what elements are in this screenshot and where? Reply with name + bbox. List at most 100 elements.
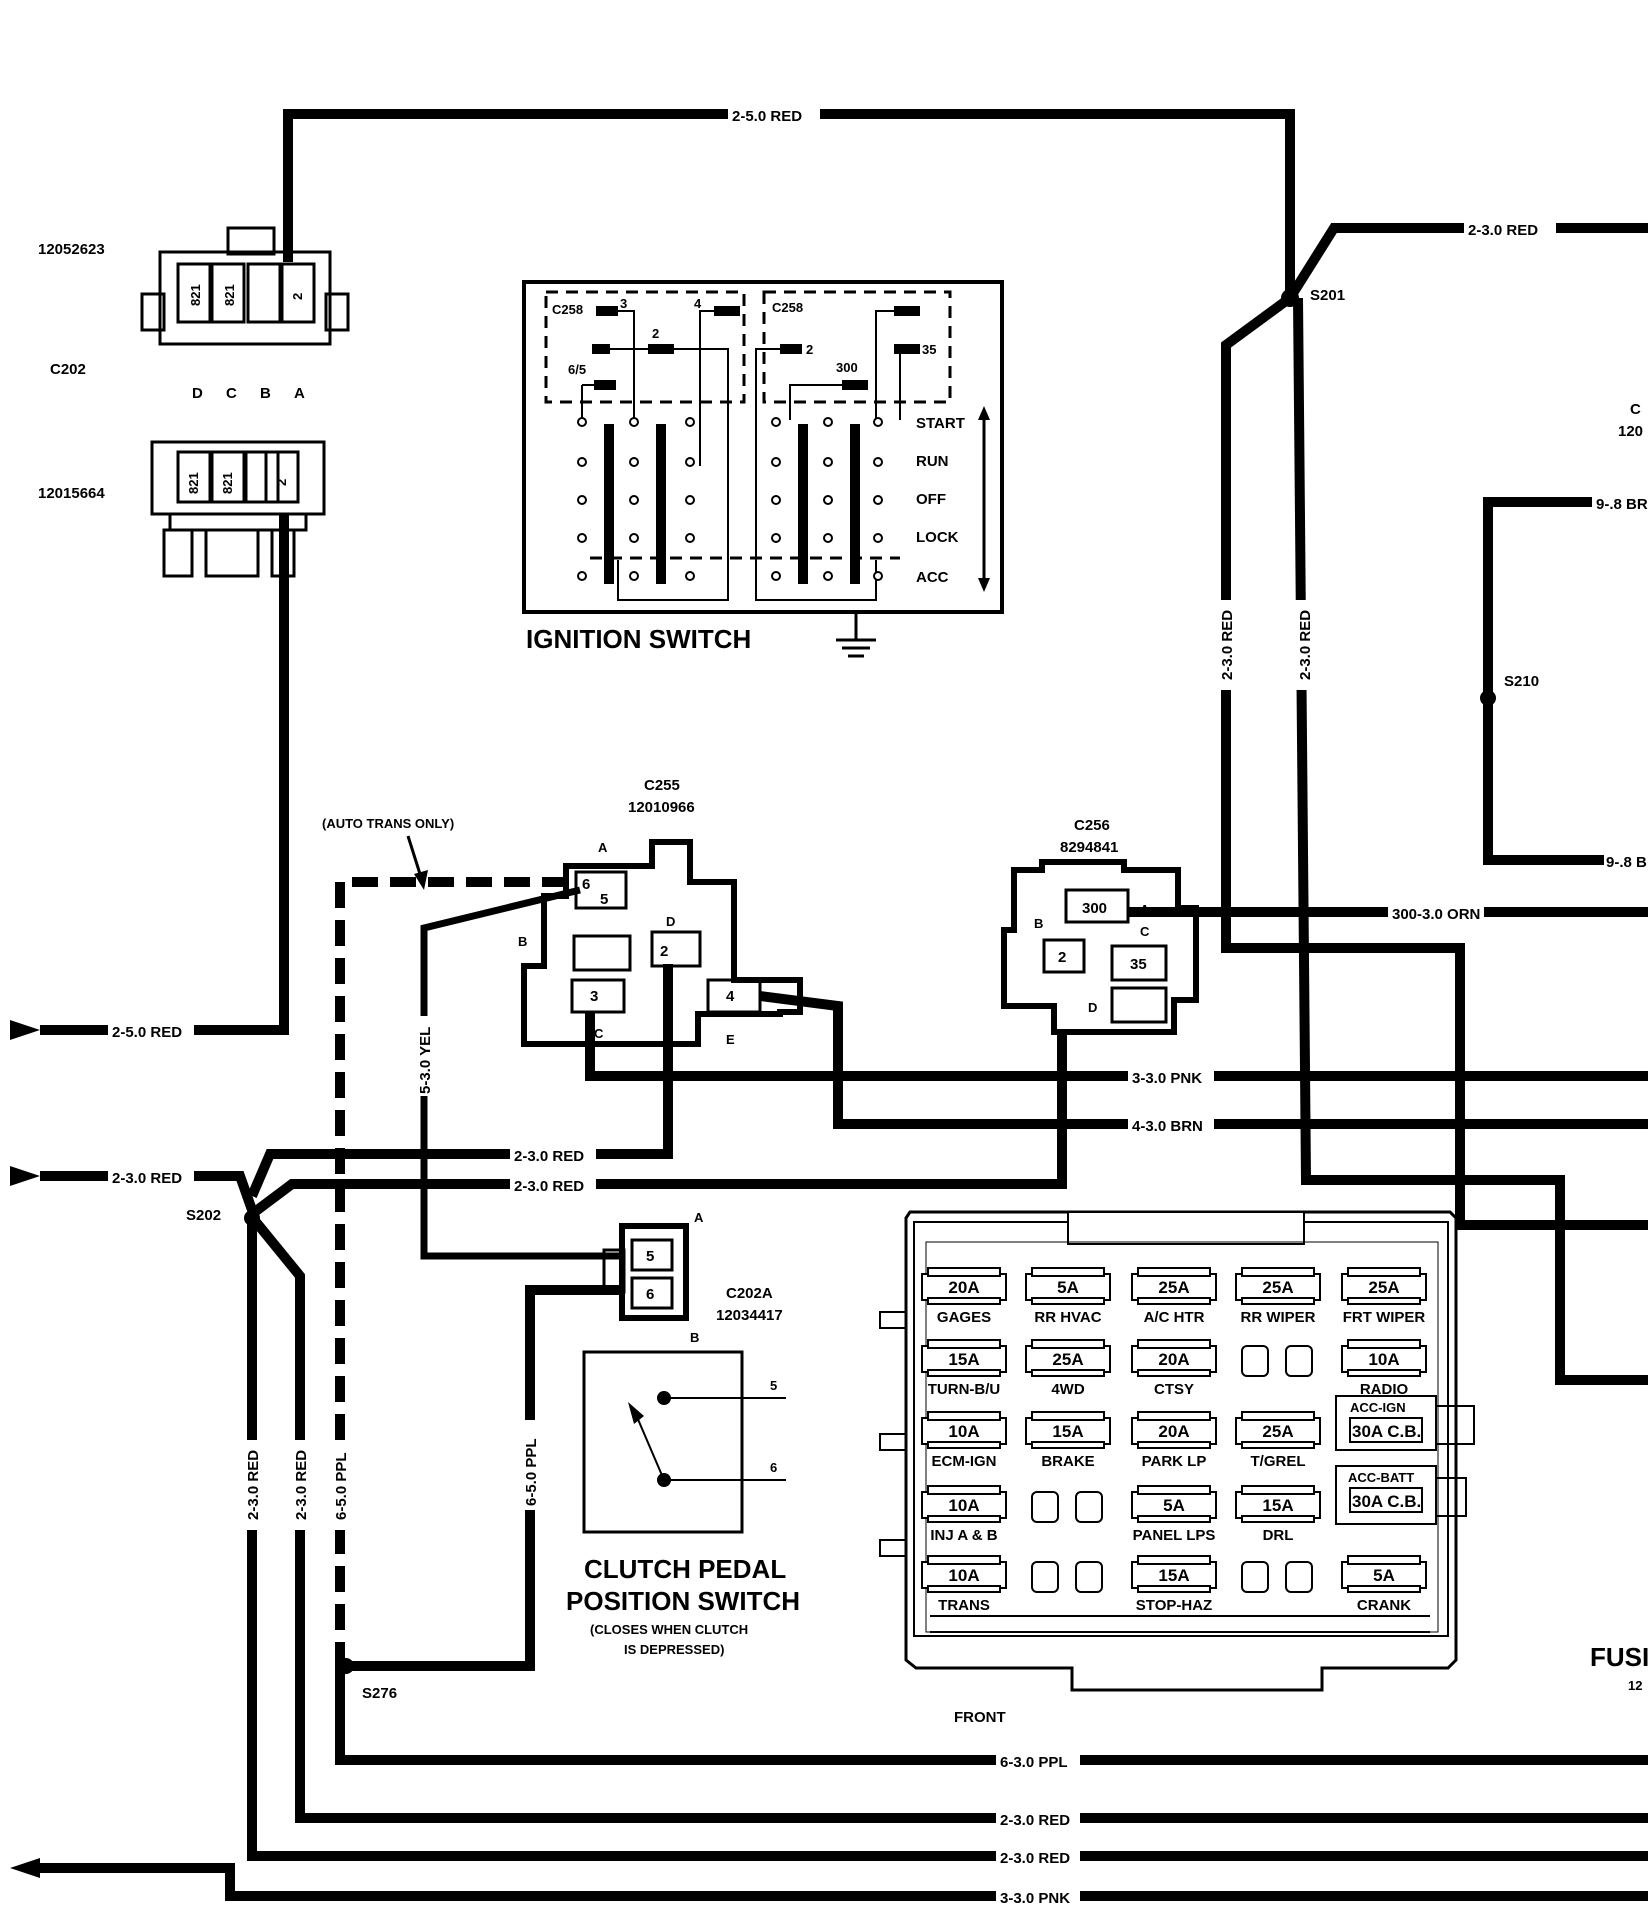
c255-letter-a: A: [598, 840, 608, 855]
svg-text:B: B: [260, 385, 271, 402]
c202-part-top: 12052623: [38, 241, 105, 258]
wire-vert-red-b: [252, 1218, 1648, 1823]
empty-fuse-slot: [1241, 1345, 1313, 1377]
cb2-label: 30A C.B.: [1352, 1492, 1421, 1511]
empty-fuse-slot: [1241, 1561, 1313, 1593]
fuse-name: GAGES: [937, 1309, 991, 1326]
ign-pos-off: OFF: [916, 491, 946, 508]
c255-pin-4: 4: [726, 988, 735, 1005]
wire-bottom-ppl: [335, 1660, 1648, 1765]
splice-s210: [1480, 690, 1496, 706]
svg-text:D: D: [192, 385, 203, 402]
arrow-bottom-pnk: [10, 1858, 40, 1878]
wire-top-red: [283, 109, 1295, 298]
c202-name: C202: [50, 361, 86, 378]
fuse-name: PARK LP: [1142, 1453, 1207, 1470]
fuse-amp: 15A: [1158, 1566, 1189, 1585]
wire-label-orn: 300-3.0 ORN: [1392, 906, 1480, 923]
wire-left-red-in2: [40, 1171, 257, 1212]
wire-label-brn-right: 9-.8 BR: [1596, 496, 1648, 513]
c202a-letter-a: A: [694, 1210, 704, 1225]
fuse-amp: 5A: [1163, 1496, 1185, 1515]
ign-c258-left: C258: [552, 302, 583, 317]
wire-label-vert-red-a: 2-3.0 RED: [245, 1450, 262, 1520]
c256-connector: 300 2 35 A B C D: [1001, 859, 1199, 1035]
fuse-name: PANEL LPS: [1133, 1527, 1216, 1544]
fuse-name: TURN-B/U: [928, 1381, 1001, 1398]
c202-cavity-2-top: 2: [290, 293, 305, 300]
fuse-name: A/C HTR: [1144, 1309, 1205, 1326]
fuse-name: FRT WIPER: [1343, 1309, 1426, 1326]
c255-pin-6: 6: [582, 876, 590, 893]
wire-label-red-a: 2-3.0 RED: [514, 1148, 584, 1165]
clutch-note-2: IS DEPRESSED): [624, 1642, 724, 1657]
c202-part-bottom: 12015664: [38, 485, 105, 502]
fuse-block-partial-part: 12: [1628, 1678, 1642, 1693]
fuse-amp: 10A: [948, 1566, 979, 1585]
fuse-amp: 15A: [948, 1350, 979, 1369]
ign-pos-run: RUN: [916, 453, 949, 470]
wire-auto-trans: [335, 877, 568, 1660]
wire-label-brn-mid: 4-3.0 BRN: [1132, 1118, 1203, 1135]
fuse-name: TRANS: [938, 1597, 990, 1614]
svg-text:C: C: [226, 385, 237, 402]
ignition-switch-title: IGNITION SWITCH: [526, 624, 751, 654]
c202a-connector: 5 6 A B: [602, 1210, 704, 1345]
svg-text:A: A: [294, 385, 305, 402]
splice-label-s210: S210: [1504, 673, 1539, 690]
wire-label-right-red-top: 2-3.0 RED: [1468, 222, 1538, 239]
wire-label-bottom-ppl: 6-3.0 PPL: [1000, 1754, 1068, 1771]
fuse-amp: 5A: [1373, 1566, 1395, 1585]
c202a-pin-6: 6: [646, 1286, 654, 1303]
c202a-pin-5: 5: [646, 1248, 654, 1265]
fuse-block-partial-title: FUSI: [1590, 1642, 1648, 1672]
c202-cavity-821-d: 821: [220, 472, 235, 494]
wire-left-red-in: [40, 514, 289, 1035]
fuse-name: ECM-IGN: [932, 1453, 997, 1470]
fuse-amp: 25A: [1368, 1278, 1399, 1297]
acc-ign-label: ACC-IGN: [1350, 1400, 1406, 1415]
ign-pos-start: START: [916, 415, 965, 432]
c255-letter-e: E: [726, 1032, 735, 1047]
c202-cavity-821-c: 821: [186, 472, 201, 494]
fuse: 25A 4WD: [1025, 1339, 1111, 1398]
ign-n35: 35: [922, 342, 936, 357]
splice-label-s276: S276: [362, 1685, 397, 1702]
c202-top-connector: 821 821 2: [140, 226, 350, 346]
c202-pin-letters: D C B A: [192, 385, 305, 402]
c202-bottom-connector: 821 821 2: [150, 440, 326, 578]
fuse: 25A FRT WIPER: [1341, 1267, 1427, 1326]
empty-fuse-slot: [1031, 1491, 1103, 1523]
wire-label-left-red-in2: 2-3.0 RED: [112, 1170, 182, 1187]
fuse-amp: 25A: [1052, 1350, 1083, 1369]
c202-cavity-821-a: 821: [188, 284, 203, 306]
fuse: 10A ECM-IGN: [921, 1411, 1007, 1470]
wire-label-pnk-mid: 3-3.0 PNK: [1132, 1070, 1202, 1087]
c255-connector: 6 5 2 3 4 A B C D E: [518, 839, 803, 1047]
c255-name: C255: [644, 777, 680, 794]
ign-n65: 6/5: [568, 362, 586, 377]
fuse-amp: 25A: [1262, 1278, 1293, 1297]
splice-label-s202: S202: [186, 1207, 221, 1224]
clutch-terminal-5: 5: [770, 1378, 777, 1393]
ign-pos-lock: LOCK: [916, 529, 959, 546]
fuse-amp: 10A: [948, 1422, 979, 1441]
c202-cavity-2-bottom: 2: [274, 479, 289, 486]
wire-label-vert-ppl-b: 6-5.0 PPL: [523, 1438, 540, 1506]
wire-label-vert-ppl-a: 6-5.0 PPL: [333, 1452, 350, 1520]
fuse-block-front: FRONT: [954, 1709, 1006, 1726]
fuse-name: 4WD: [1051, 1381, 1085, 1398]
c256-letter-c: C: [1140, 924, 1150, 939]
c255-part: 12010966: [628, 799, 695, 816]
auto-trans-label: (AUTO TRANS ONLY): [322, 816, 454, 831]
clutch-note-1: (CLOSES WHEN CLUTCH: [590, 1622, 748, 1637]
wire-s201-red-b: [1293, 297, 1648, 1385]
